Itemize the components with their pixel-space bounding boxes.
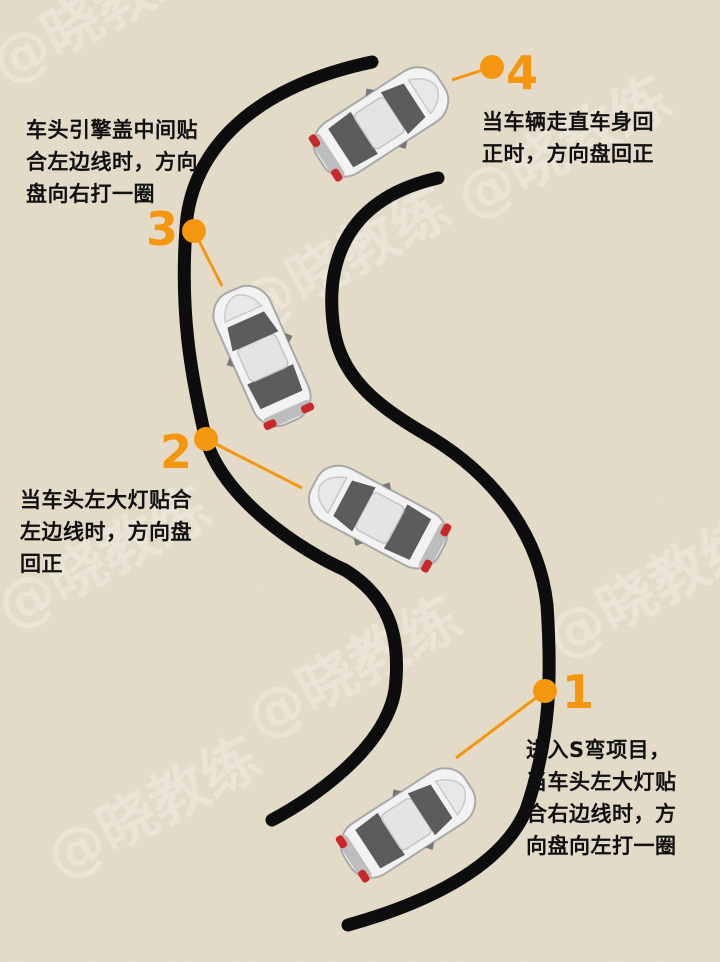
step-marker-dot (194, 427, 218, 451)
step-markers (182, 55, 557, 703)
step-4-caption: 当车辆走直车身回 正时，方向盘回正 (482, 110, 654, 166)
step-number-3: 3 (146, 202, 178, 256)
step-1-caption: 进入S弯项目， 当车头左大灯贴 合右边线时，方 向盘向左打一圈 (526, 738, 677, 858)
connector-step-1 (455, 689, 546, 760)
step-numbers: 1 2 3 4 (146, 46, 594, 719)
step-marker-dot (480, 55, 504, 79)
s-curve-road (177, 55, 556, 932)
road-right-line (325, 171, 556, 932)
step-3-caption: 车头引擎盖中间贴 合左边线时，方向 盘向右打一圈 (26, 118, 198, 206)
step-marker-dot (182, 219, 206, 243)
step-number-1: 1 (562, 665, 594, 719)
road-left-line (177, 55, 404, 827)
step-marker-dot (533, 679, 557, 703)
step-number-4: 4 (506, 46, 538, 100)
step-number-2: 2 (160, 425, 192, 479)
connector-step-2 (205, 437, 303, 490)
step-2-caption: 当车头左大灯贴合 左边线时，方向盘 回正 (20, 488, 192, 576)
